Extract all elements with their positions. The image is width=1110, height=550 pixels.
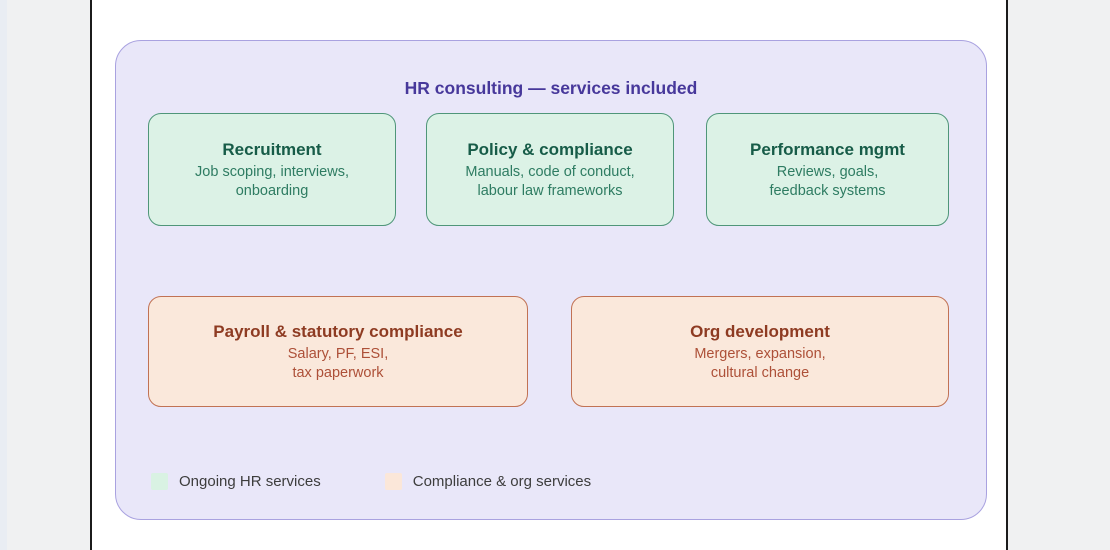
left-edge-strip [0,0,7,550]
service-box-subtitle: Salary, PF, ESI, tax paperwork [287,345,389,381]
service-box-org-development: Org development Mergers, expansion, cult… [571,296,949,407]
legend: Ongoing HR services Compliance & org ser… [151,471,591,491]
legend-label-compliance: Compliance & org services [412,472,592,490]
service-box-title: Policy & compliance [467,139,633,159]
service-box-recruitment: Recruitment Job scoping, interviews, onb… [148,113,396,226]
service-box-title: Payroll & statutory compliance [213,321,463,341]
legend-label-ongoing: Ongoing HR services [179,472,321,490]
hr-consulting-container: HR consulting — services included Recrui… [115,40,987,520]
service-box-performance-mgmt: Performance mgmt Reviews, goals, feedbac… [706,113,949,226]
service-box-title: Recruitment [222,139,322,159]
service-box-subtitle: Manuals, code of conduct, labour law fra… [465,163,635,199]
service-box-title: Performance mgmt [750,139,905,159]
legend-swatch-green [151,472,168,490]
document-page: HR consulting — services included Recrui… [90,0,1008,550]
legend-item-compliance: Compliance & org services [384,472,592,490]
diagram-title: HR consulting — services included [404,78,698,98]
legend-swatch-orange [384,472,402,490]
legend-item-ongoing: Ongoing HR services [151,472,321,490]
service-box-policy-compliance: Policy & compliance Manuals, code of con… [426,113,674,226]
service-box-payroll-statutory: Payroll & statutory compliance Salary, P… [148,296,528,407]
service-box-title: Org development [690,321,830,341]
service-box-subtitle: Job scoping, interviews, onboarding [195,163,349,199]
service-box-subtitle: Reviews, goals, feedback systems [769,163,886,199]
service-box-subtitle: Mergers, expansion, cultural change [694,345,826,381]
